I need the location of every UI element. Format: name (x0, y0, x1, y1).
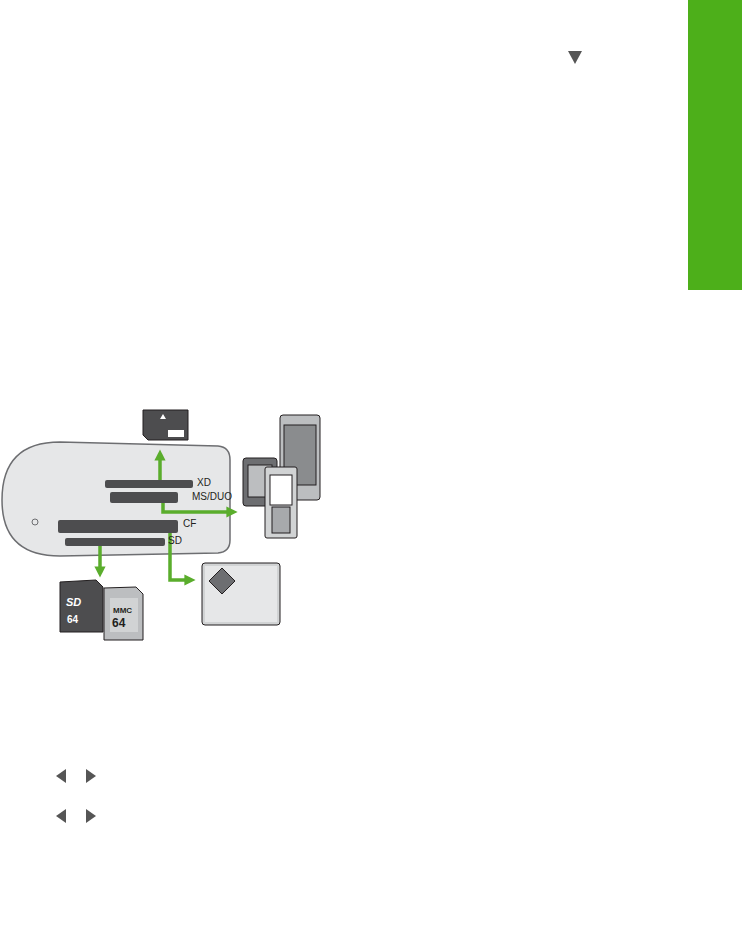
slot-label: MS/DUO (192, 492, 232, 502)
slot-label: XD (197, 478, 211, 488)
cf-slot (58, 520, 178, 533)
slot-label: CF (183, 519, 196, 529)
card-logo: MMC (113, 607, 132, 615)
card-capacity: 64 (67, 615, 78, 625)
right-arrow-symbol (86, 809, 96, 823)
xd-card (143, 410, 188, 440)
xd-slot (105, 480, 193, 488)
sd-card (60, 580, 103, 632)
mmc-card (104, 587, 143, 640)
ms-slot (110, 492, 178, 503)
card-logo: SD (66, 597, 81, 608)
memory-stick-cards (243, 415, 320, 538)
sd-slot (65, 538, 165, 546)
left-arrow-symbol (56, 809, 66, 823)
cf-card (202, 563, 280, 625)
left-arrow-symbol (56, 769, 66, 783)
chapter-tab (688, 0, 742, 290)
slot-arrows (100, 455, 232, 580)
slot-label: SD (168, 536, 182, 546)
card-capacity: 64 (112, 617, 125, 629)
right-arrow-symbol (86, 769, 96, 783)
indicator-light (32, 519, 38, 525)
down-arrow-symbol (568, 51, 582, 64)
